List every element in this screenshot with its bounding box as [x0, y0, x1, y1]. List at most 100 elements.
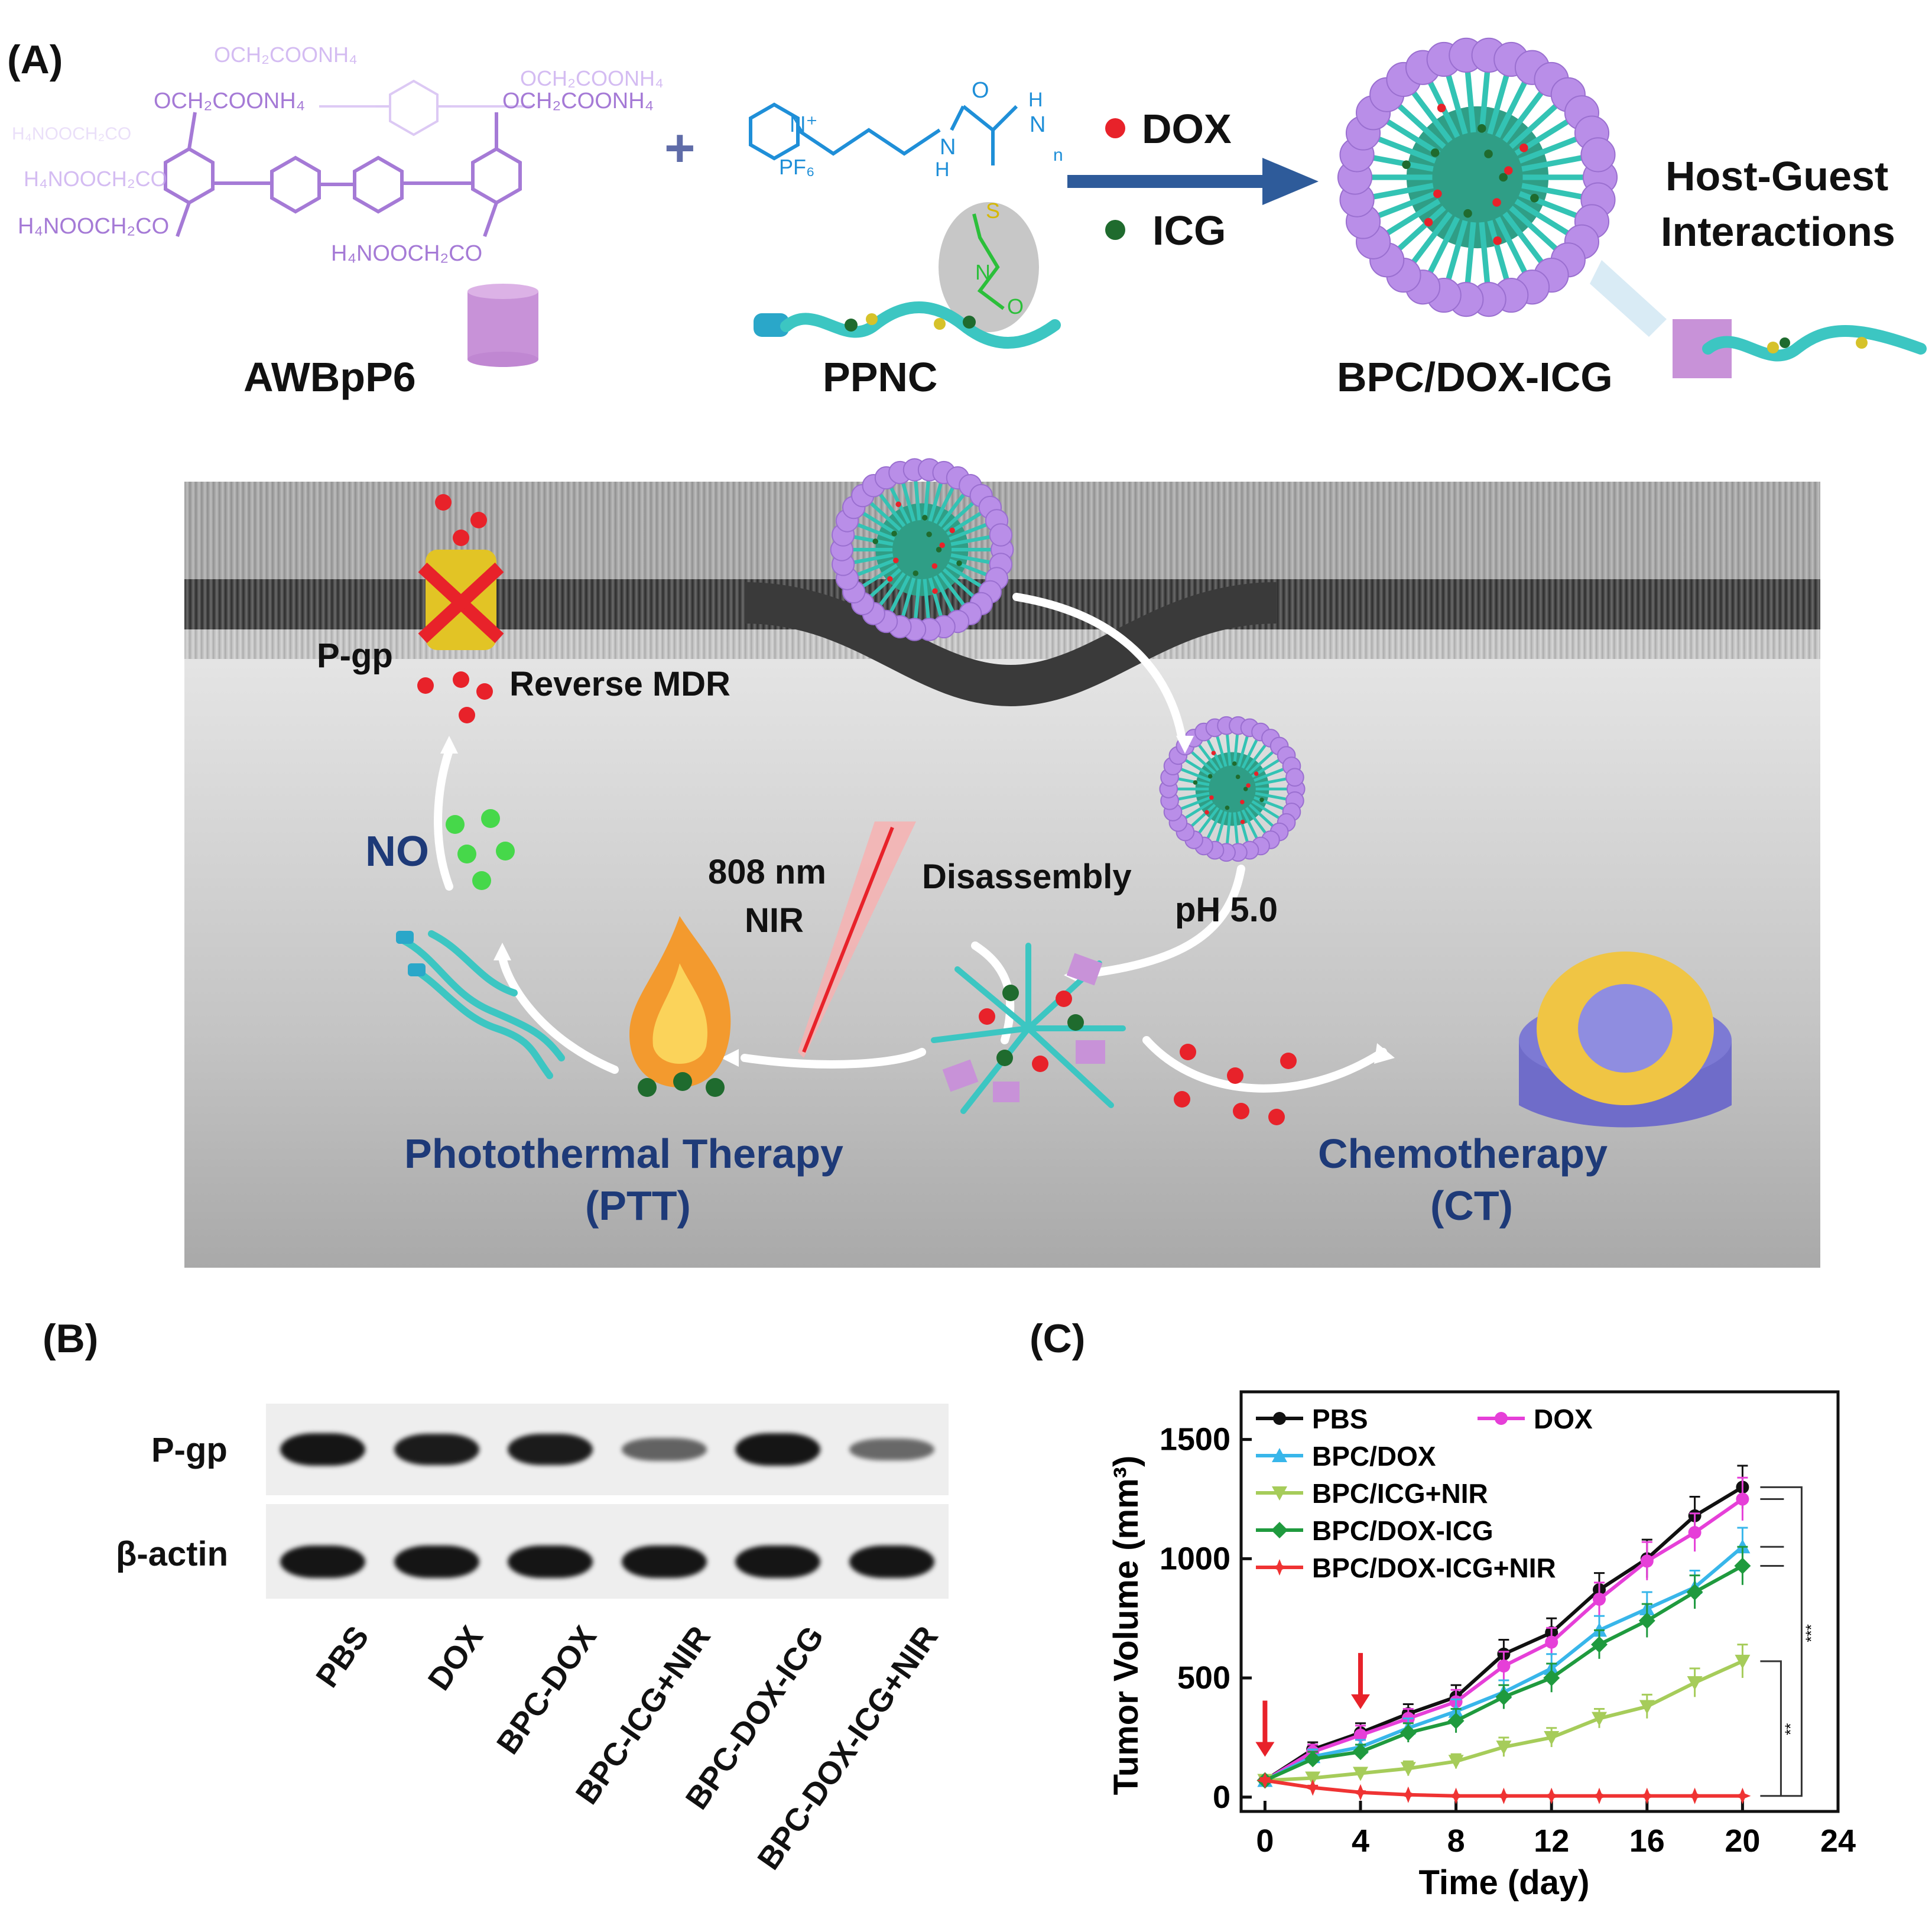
- data-point: [1400, 1786, 1417, 1803]
- micelle-icg-dot: [1402, 160, 1411, 169]
- micelle-chain: [1502, 212, 1546, 267]
- micelle-icg-dot: [956, 560, 962, 566]
- micelle-chain: [1196, 742, 1220, 771]
- nir-wavelength-label: 808 nm: [708, 853, 826, 891]
- data-point: [1447, 1787, 1465, 1804]
- data-point: [1686, 1787, 1703, 1804]
- data-point: [1305, 1771, 1321, 1786]
- micelle-chain: [1251, 800, 1282, 820]
- chem-label-h4nooc-bottom: H₄NOOCH₂CO: [331, 241, 483, 266]
- x-tick-label: 0: [1256, 1823, 1274, 1859]
- micelle-macrocycle: [989, 523, 1013, 547]
- y-axis-label: Tumor Volume (mm³): [1107, 1456, 1145, 1795]
- micelle-chain: [1487, 220, 1511, 284]
- micelle-icg-dot: [1484, 150, 1493, 158]
- micelle-chain: [1178, 796, 1211, 811]
- micelle-icg-dot: [1207, 774, 1213, 779]
- panel-a-label: (A): [7, 37, 63, 82]
- pgp-transporter-icon: [414, 485, 508, 662]
- disassembly-label: Disassembly: [922, 858, 1132, 896]
- micelle-chain: [1465, 67, 1476, 133]
- chem-label-och2coonh4-right-top: OCH₂COONH₄: [520, 66, 664, 90]
- data-point: [1495, 1689, 1512, 1706]
- chem-label-h4nooc-faint-left: H₄NOOCH₂CO: [24, 167, 167, 191]
- micelle-chain: [949, 559, 990, 577]
- micelle-chain: [888, 575, 911, 615]
- ppnc-structure: [733, 71, 1076, 284]
- data-point: [1736, 1492, 1749, 1506]
- micelle-icg-dot: [1430, 148, 1440, 157]
- ppnc-amine-n: N: [1030, 112, 1046, 137]
- micelle-chain: [877, 491, 906, 527]
- micelle-dox-dot: [1504, 166, 1513, 175]
- micelle-chain: [1248, 803, 1275, 829]
- nitroso-o: O: [1007, 294, 1024, 319]
- host-guest-label-line1: Host-Guest: [1665, 153, 1889, 199]
- legend-label: BPC/DOX: [1312, 1441, 1436, 1472]
- ppnc-label: PPNC: [823, 354, 938, 400]
- micelle-chain: [868, 499, 902, 531]
- host-guest-label-line2: Interactions: [1661, 209, 1895, 255]
- disassembled-micelle-icon: [922, 934, 1135, 1123]
- blot-band: [735, 1545, 821, 1578]
- dox-legend-label: DOX: [1142, 106, 1232, 152]
- host-guest-inset-icon: [1513, 248, 1927, 384]
- micelle-chain: [950, 553, 993, 565]
- blot-lane-label: PBS: [309, 1619, 376, 1694]
- awbpp6-skeleton: [164, 79, 532, 237]
- panel-b-label: (B): [43, 1316, 99, 1361]
- micelle-icg-dot: [872, 538, 879, 544]
- blot-pgp-strip: [266, 1404, 949, 1495]
- micelle-chain: [928, 577, 944, 619]
- data-point: [1272, 1448, 1287, 1462]
- ppnc-amine-h: H: [1028, 89, 1043, 111]
- significance-label: ***: [1802, 1624, 1820, 1642]
- blot-band: [849, 1545, 934, 1578]
- data-point: [1544, 1730, 1560, 1745]
- micelle-chain: [868, 568, 902, 600]
- data-point: [1447, 1712, 1465, 1729]
- micelle-chain: [1189, 749, 1216, 775]
- micelle-chain: [1225, 812, 1232, 846]
- micelle-chain: [1465, 222, 1476, 287]
- significance-label: **: [1781, 1723, 1799, 1735]
- no-dots: [440, 807, 523, 890]
- micelle-chain: [1495, 77, 1529, 138]
- data-point: [1592, 1712, 1607, 1726]
- legend-label: BPC/DOX-ICG: [1312, 1515, 1493, 1546]
- micelle-icg-dot: [921, 515, 928, 521]
- micelle-chain: [1254, 767, 1286, 782]
- micelle-chain: [860, 510, 898, 536]
- treatment-arrow-head: [1351, 1694, 1370, 1709]
- data-point: [1734, 1557, 1751, 1574]
- micelle-chain: [938, 491, 967, 527]
- y-tick-label: 1000: [1160, 1541, 1230, 1576]
- micelle-chain: [1369, 183, 1434, 200]
- x-tick-label: 20: [1725, 1823, 1760, 1859]
- micelle-chain: [1245, 742, 1268, 771]
- micelle-chain: [854, 522, 895, 541]
- micelle-dox-dot: [1254, 771, 1259, 776]
- micelle-chain: [942, 568, 976, 600]
- blot-row-label-pgp: P-gp: [151, 1431, 228, 1469]
- micelle-chain: [1233, 732, 1239, 766]
- awbpp6-label: AWBpP6: [243, 354, 416, 400]
- data-point: [1271, 1559, 1288, 1576]
- micelle-dox-dot: [1209, 795, 1214, 800]
- micelle-chain: [1502, 88, 1546, 143]
- micelle-macrocycle: [1580, 137, 1616, 173]
- micelle-chain: [1237, 733, 1249, 767]
- data-point: [1543, 1787, 1560, 1804]
- micelle-chain: [923, 579, 931, 622]
- blot-actin-strip: [266, 1504, 949, 1599]
- data-point: [1352, 1784, 1369, 1801]
- micelle-chain: [913, 579, 921, 622]
- micelle-icg-dot: [1259, 797, 1264, 803]
- ppnc-carbonyl-o: O: [972, 78, 989, 103]
- micelle-chain: [1495, 216, 1529, 277]
- micelle-chain: [1233, 812, 1239, 846]
- nitroso-oval: [933, 190, 1045, 338]
- micelle-icg-dot: [1499, 173, 1508, 182]
- y-tick-label: 1500: [1160, 1422, 1230, 1457]
- micelle-chain: [1394, 206, 1446, 254]
